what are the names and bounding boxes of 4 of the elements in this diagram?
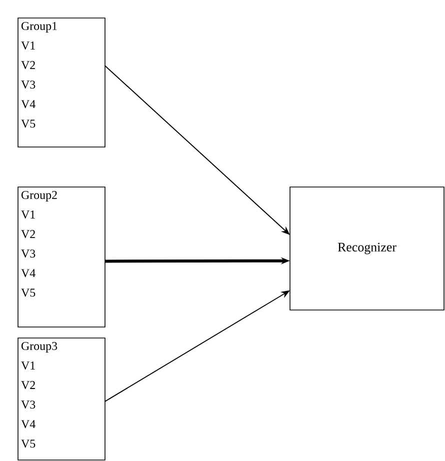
group-box: Group3 V1 V2 V3 V4 V5 [18, 338, 106, 460]
process-box: Recognizer [290, 186, 444, 310]
group-box: Group2 V1 V2 V3 V4 V5 [18, 186, 106, 328]
group-box: Group1 V1 V2 V3 V4 V5 [18, 18, 106, 148]
